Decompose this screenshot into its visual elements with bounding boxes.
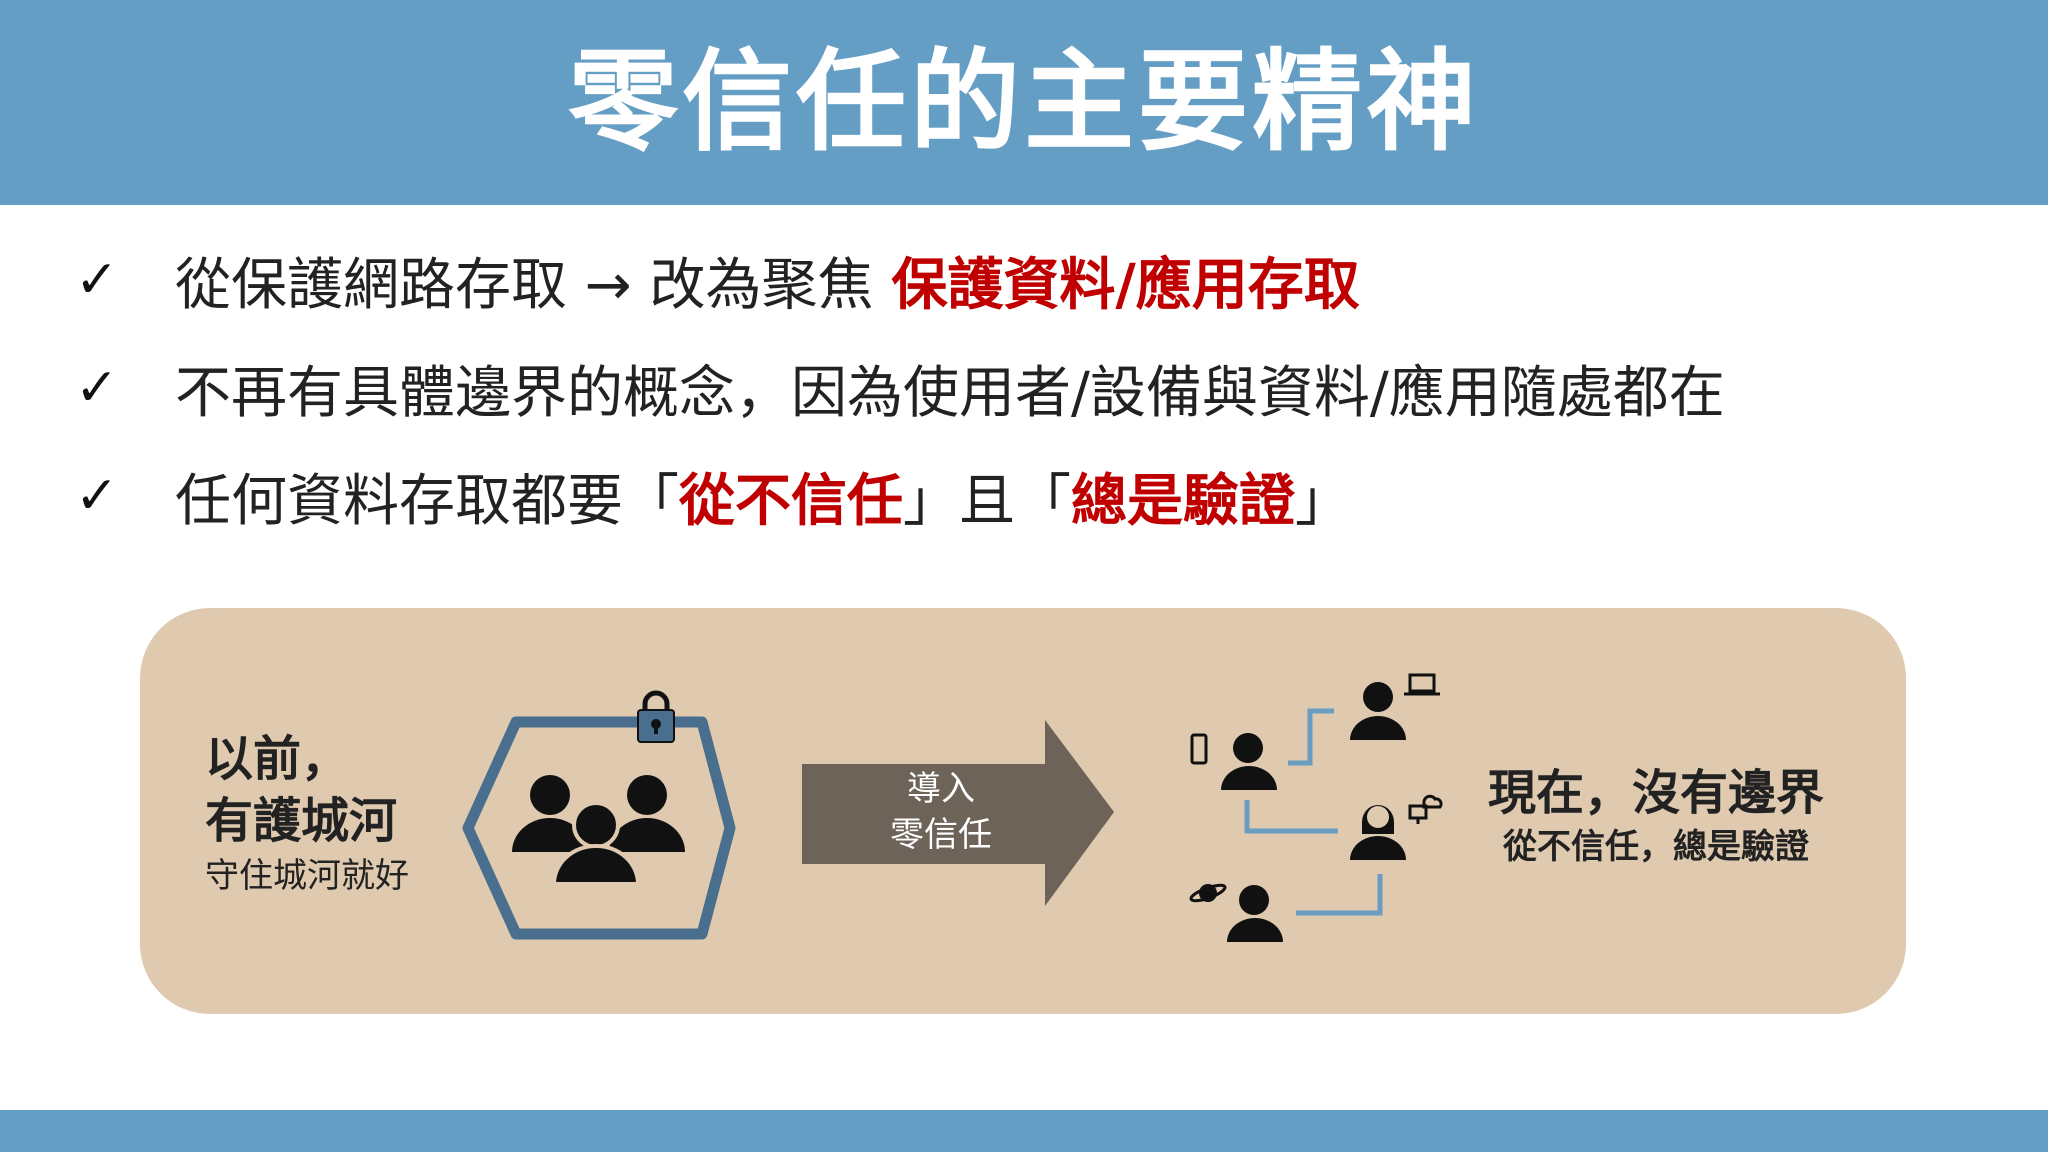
arrow-line-2: 零信任 xyxy=(890,815,992,855)
female-user-icon xyxy=(1350,805,1406,860)
past-line-2: 有護城河 xyxy=(205,793,398,849)
bullet-3-emphasis-always-verify: 總是驗證 xyxy=(1071,468,1295,534)
bullet-3: ✓ 任何資料存取都要「從不信任」且「總是驗證」 xyxy=(75,451,1351,541)
bullet-3-emphasis-never-trust: 從不信任 xyxy=(679,468,903,534)
past-line-3: 守住城河就好 xyxy=(205,856,409,896)
lock-icon xyxy=(637,690,675,743)
bullet-3-prefix: 任何資料存取都要「 xyxy=(175,468,679,534)
checkmark-icon: ✓ xyxy=(75,250,119,310)
connector-lines xyxy=(1244,708,1383,916)
arrow-label: 導入 零信任 xyxy=(802,766,1080,858)
bullet-1: ✓ 從保護網路存取 → 改為聚焦 保護資料/應用存取 xyxy=(75,235,1360,325)
arrow-line-1: 導入 xyxy=(907,769,975,809)
now-line-1: 現在，沒有邊界 xyxy=(1488,765,1825,821)
now-label: 現在，沒有邊界 從不信任，總是驗證 xyxy=(1488,762,1824,870)
now-line-2: 從不信任，總是驗證 xyxy=(1503,827,1809,867)
checkmark-icon: ✓ xyxy=(75,358,119,418)
cloud-monitor-icon xyxy=(1408,794,1443,824)
past-label: 以前， 有護城河 守住城河就好 xyxy=(205,728,409,900)
checkmark-icon: ✓ xyxy=(75,466,119,526)
title-bar xyxy=(0,0,2048,205)
user-icon xyxy=(1350,682,1406,740)
satellite-icon xyxy=(1189,883,1227,903)
bullet-1-text: 從保護網路存取 → 改為聚焦 xyxy=(175,252,892,318)
bullet-3-suffix: 」 xyxy=(1295,468,1351,534)
footer-bar xyxy=(0,1110,2048,1152)
user-icon xyxy=(1227,885,1283,942)
past-line-1: 以前， xyxy=(205,731,350,787)
moat-hexagon xyxy=(462,716,736,940)
bullet-1-emphasis: 保護資料/應用存取 xyxy=(891,252,1360,318)
arrow-shape xyxy=(802,720,1114,906)
user-icon xyxy=(1221,733,1277,790)
phone-icon xyxy=(1190,733,1208,765)
bullet-3-middle: 」且「 xyxy=(903,468,1071,534)
slide-title: 零信任的主要精神 xyxy=(568,38,1480,166)
laptop-icon xyxy=(1404,673,1440,696)
user-group-icon xyxy=(512,775,685,886)
bullet-2: ✓ 不再有具體邊界的概念，因為使用者/設備與資料/應用隨處都在 xyxy=(75,343,1725,433)
bullet-2-text: 不再有具體邊界的概念，因為使用者/設備與資料/應用隨處都在 xyxy=(175,360,1725,426)
